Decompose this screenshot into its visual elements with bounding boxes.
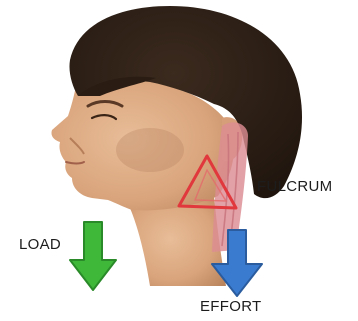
effort-label: EFFORT (200, 298, 262, 315)
load-label: LOAD (19, 236, 61, 253)
fulcrum-label: FULCRUM (257, 178, 332, 195)
cheek-shadow (116, 128, 184, 172)
load-arrow-down-icon (70, 222, 116, 290)
